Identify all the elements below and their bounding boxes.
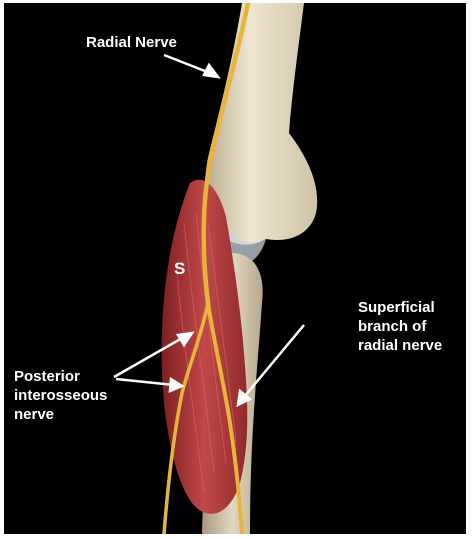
posterior-interosseous-label: Posterior interosseous nerve	[14, 367, 107, 424]
elbow-anatomy-drawing	[4, 3, 466, 534]
muscle-label: S	[174, 259, 185, 278]
anatomy-illustration: Radial Nerve Superficial branch of radia…	[4, 3, 466, 534]
radial-nerve-label: Radial Nerve	[86, 33, 177, 52]
superficial-branch-label: Superficial branch of radial nerve	[358, 298, 442, 355]
